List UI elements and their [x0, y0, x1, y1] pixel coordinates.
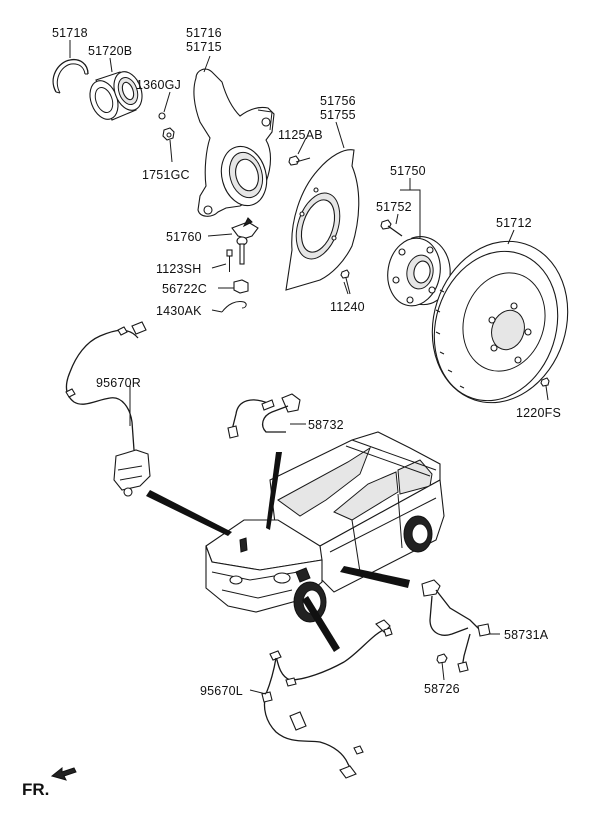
nut-1751GC: [162, 127, 175, 163]
part-label-51756: 51756: [320, 94, 356, 108]
part-label-1123SH: 1123SH: [156, 262, 202, 276]
screw-1220FS: [540, 377, 550, 401]
hub-bolt-51752: [380, 213, 403, 237]
wheel-hub-51750: [387, 178, 451, 307]
wheel-speed-sensor-95670R: [65, 321, 151, 497]
pin-1430AK: [211, 301, 247, 313]
bolt-1125AB: [288, 137, 311, 166]
part-label-58726: 58726: [424, 682, 460, 696]
part-label-58731A: 58731A: [504, 628, 549, 642]
part-label-95670R: 95670R: [96, 376, 141, 390]
part-label-51716: 51716: [186, 26, 222, 40]
part-label-51752: 51752: [376, 200, 412, 214]
part-label-95670L: 95670L: [200, 684, 243, 698]
front-direction-label: FR.: [22, 780, 50, 799]
part-label-51718: 51718: [52, 26, 88, 40]
part-label-11240: 11240: [330, 300, 365, 314]
part-label-1220FS: 1220FS: [516, 406, 561, 420]
brake-disc-51712: [431, 229, 569, 404]
brake-hose-58732: [227, 393, 306, 439]
part-label-51712: 51712: [496, 216, 532, 230]
sensor-clip: [239, 537, 248, 553]
vehicle-body: [205, 431, 445, 623]
bolt-58726: [436, 653, 448, 681]
front-direction-arrow: [50, 766, 77, 781]
part-label-51760: 51760: [166, 230, 202, 244]
part-label-51720B: 51720B: [88, 44, 133, 58]
part-label-1430AK: 1430AK: [156, 304, 202, 318]
part-label-1125AB: 1125AB: [278, 128, 323, 142]
part-label-1751GC: 1751GC: [142, 168, 190, 182]
callout-pointers: [146, 452, 410, 652]
part-label-51755: 51755: [320, 108, 356, 122]
wheel-speed-sensor-95670L: [249, 619, 393, 779]
bolt-1123SH: [211, 249, 233, 272]
bolt-11240: [340, 269, 351, 295]
bolt-1360GJ: [158, 91, 171, 120]
part-label-51750: 51750: [390, 164, 426, 178]
part-label-51715: 51715: [186, 40, 222, 54]
wheel-bearing-51720B: [89, 57, 143, 121]
part-label-56722C: 56722C: [162, 282, 207, 296]
part-label-1360GJ: 1360GJ: [136, 78, 181, 92]
nut-56722C: [218, 279, 249, 294]
brake-hose-58731A: [421, 579, 500, 673]
lower-ball-joint-51760: [207, 217, 259, 265]
dust-cover-51756: [285, 121, 360, 291]
steering-knuckle-51716: [193, 55, 275, 217]
part-label-58732: 58732: [308, 418, 344, 432]
sensor-clip: [295, 567, 311, 583]
snap-ring-51718: [52, 40, 89, 94]
